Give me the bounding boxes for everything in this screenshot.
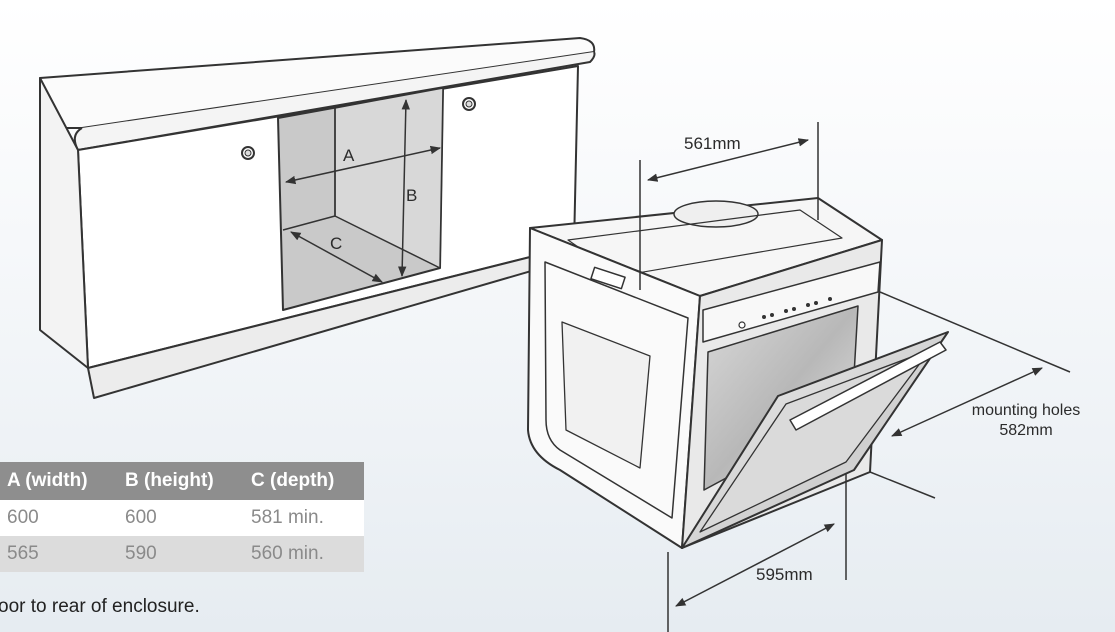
cabinet [39, 37, 596, 399]
arrow-b [398, 98, 410, 278]
oven-side-handle [590, 266, 626, 290]
table-row: 600 600 581 min. [0, 500, 364, 536]
mounting-line-1: mounting holes [971, 402, 1081, 419]
label-mounting-holes: mounting holes 582mm [950, 402, 1102, 440]
table-cell: 581 min. [242, 500, 364, 536]
arrow-width-top [646, 138, 810, 182]
oven-dimension-lines [639, 122, 1071, 632]
header-a-width: A (width) [0, 462, 116, 500]
mounting-line-2: 582mm [999, 422, 1053, 439]
extension-line [869, 471, 936, 499]
arrow-a [284, 145, 442, 185]
table-cell: 565 [0, 536, 116, 572]
cavity-dimension-arrows [284, 98, 442, 283]
control-panel [702, 261, 881, 343]
table-cell: 590 [116, 536, 242, 572]
arrow-width-bottom [675, 523, 835, 607]
arrow-c [290, 231, 383, 283]
extension-line [879, 291, 1071, 373]
dimensions-table: A (width) B (height) C (depth) 600 600 5… [0, 462, 364, 572]
door-handle [789, 341, 947, 431]
header-c-depth: C (depth) [242, 462, 364, 500]
footnote: oor to rear of enclosure. [0, 596, 200, 617]
table-cell: 600 [116, 500, 242, 536]
arrow-mounting [891, 367, 1043, 437]
header-b-height: B (height) [116, 462, 242, 500]
label-c: C [330, 234, 343, 253]
table-cell: 600 [0, 500, 116, 536]
oven-top-vent [673, 200, 759, 228]
table-cell: 560 min. [242, 536, 364, 572]
label-width-top: 561mm [684, 134, 741, 153]
table-row: 565 590 560 min. [0, 536, 364, 572]
oven [527, 197, 949, 549]
table-header-row: A (width) B (height) C (depth) [0, 462, 364, 500]
label-a: A [343, 146, 355, 165]
label-b: B [406, 186, 418, 205]
label-width-bottom: 595mm [756, 565, 813, 584]
